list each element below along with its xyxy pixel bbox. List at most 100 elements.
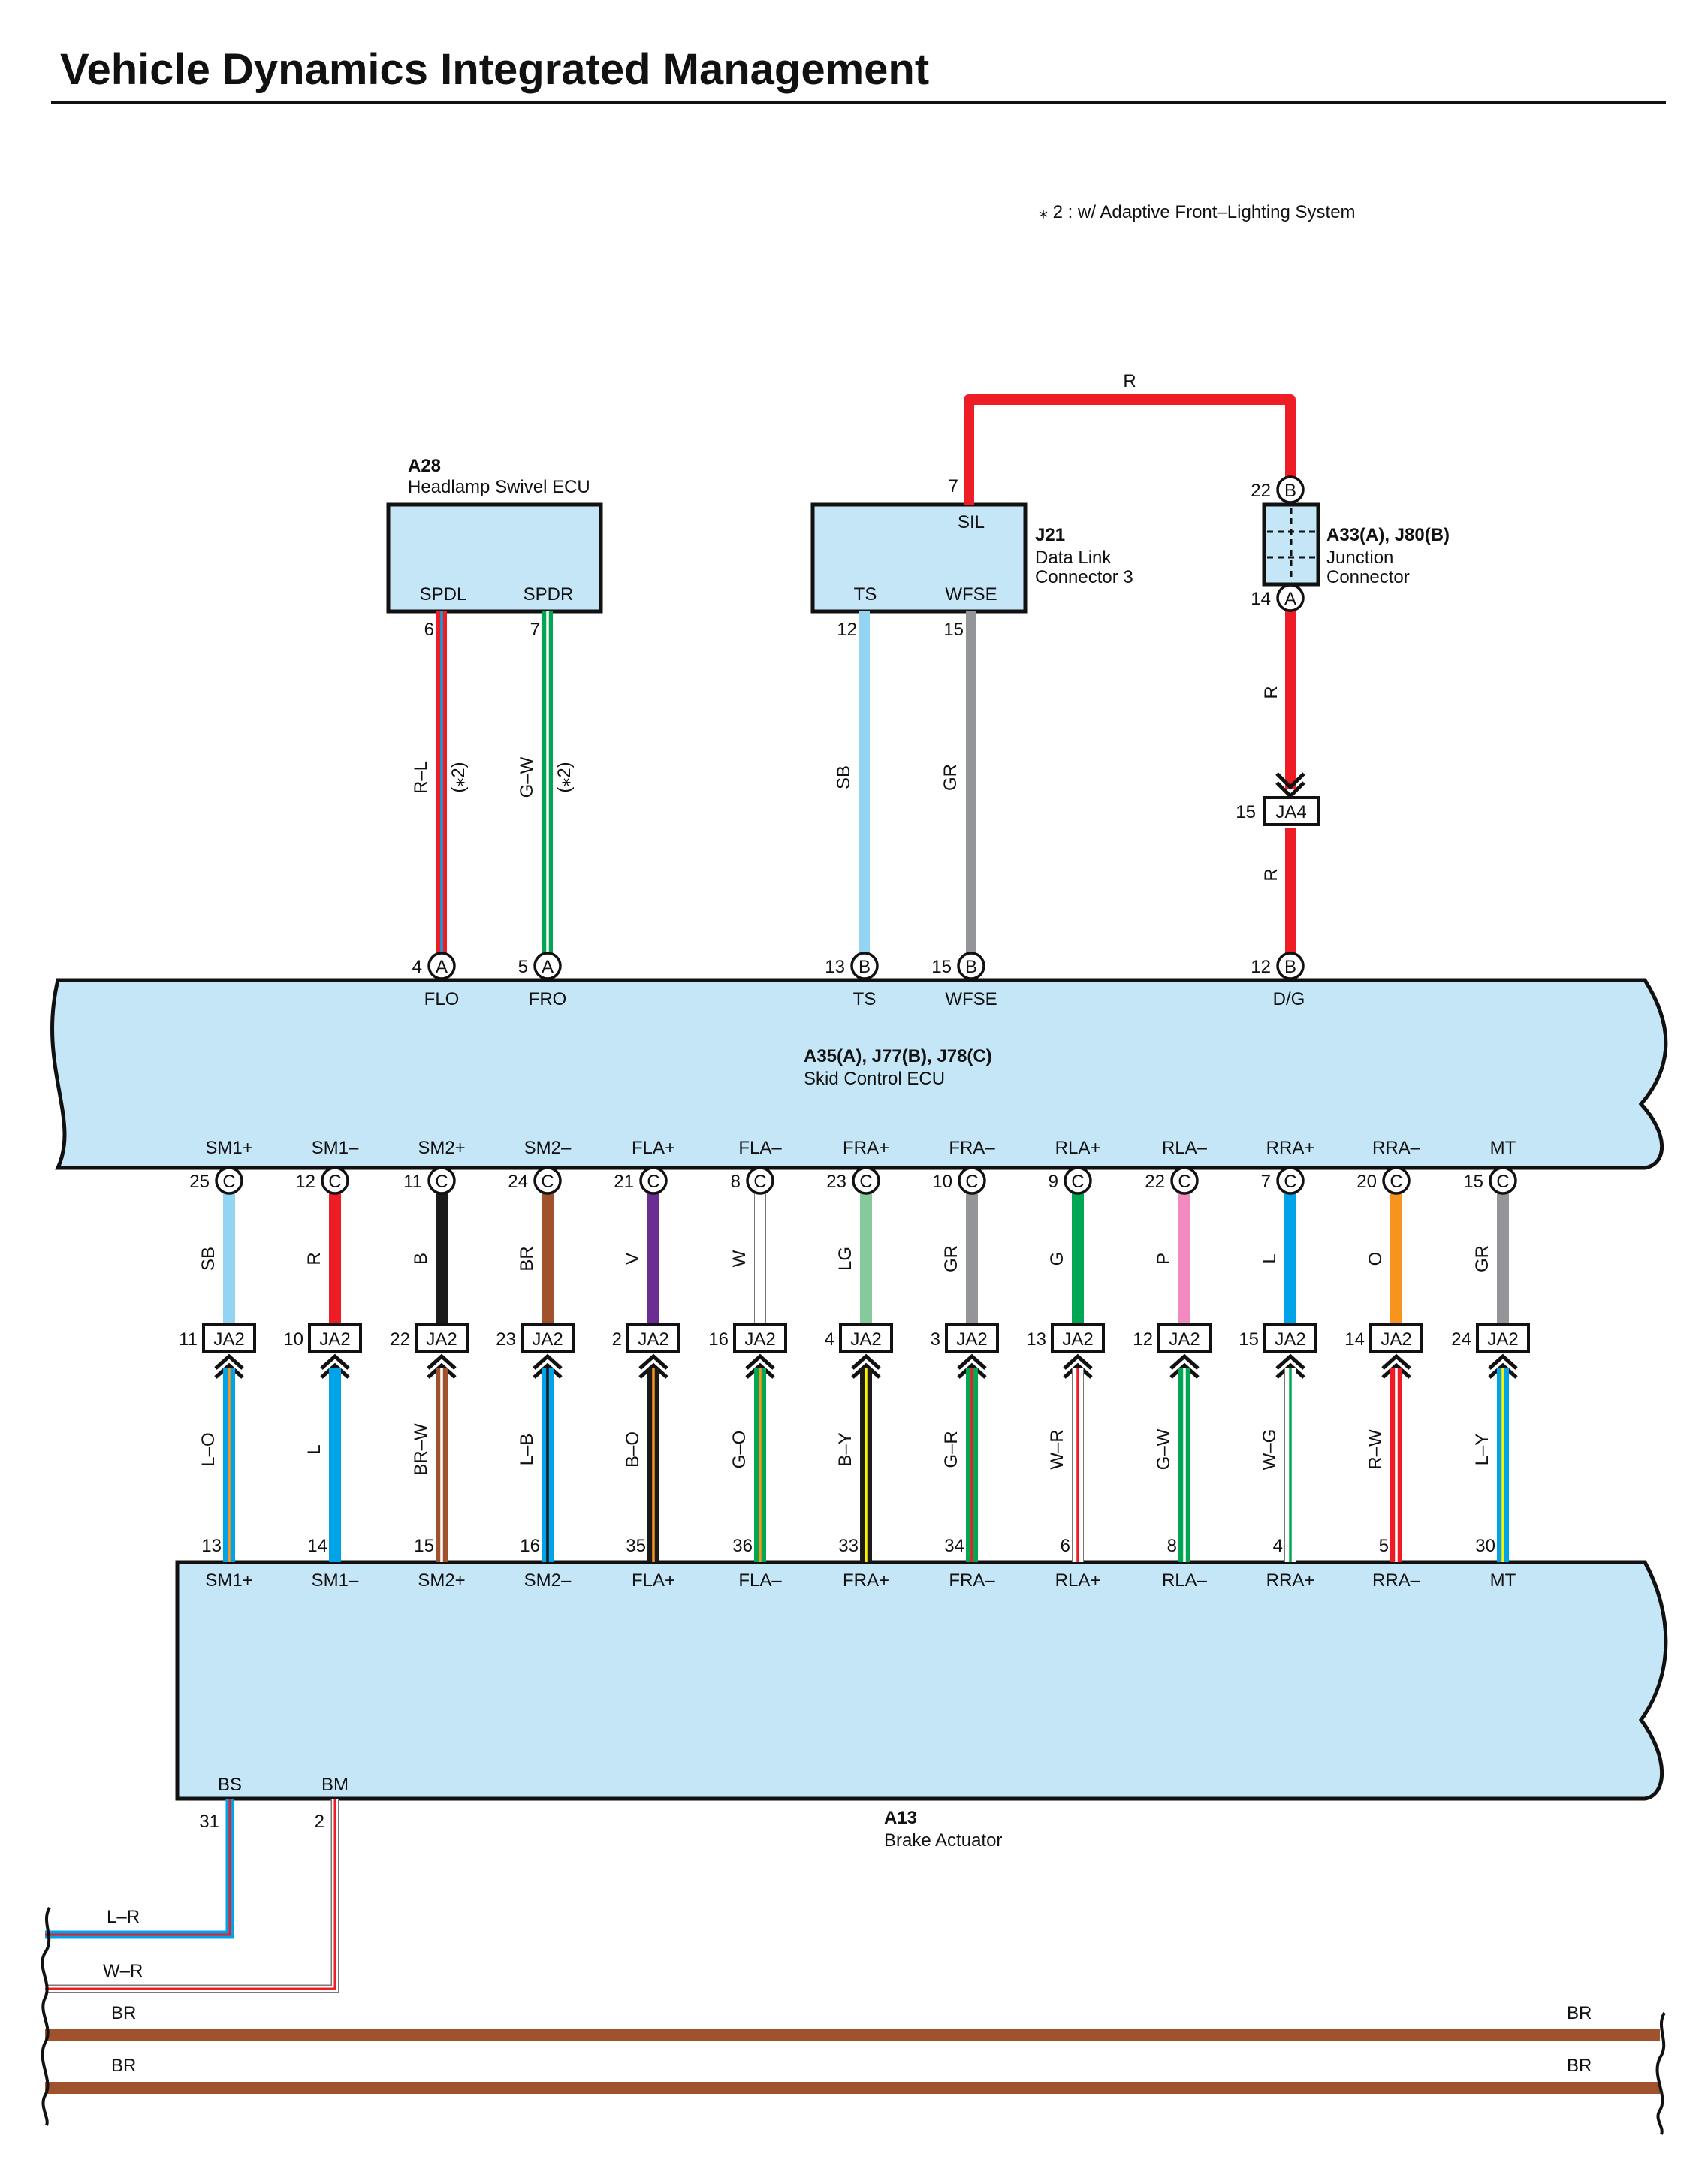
ecu-code: A35(A), J77(B), J78(C) xyxy=(804,1046,992,1066)
actuator-pin-number: 36 xyxy=(732,1536,753,1556)
bm-wire-color: W–R xyxy=(103,1961,143,1981)
svg-text:JA2: JA2 xyxy=(532,1329,563,1350)
svg-text:C: C xyxy=(435,1172,448,1192)
j21-name1: Data Link xyxy=(1035,548,1112,568)
ecu-channel-pin-name: RLA+ xyxy=(1055,1138,1101,1158)
svg-text:15: 15 xyxy=(1239,1329,1259,1350)
svg-text:A: A xyxy=(1284,589,1296,609)
svg-text:C: C xyxy=(965,1172,978,1192)
actuator-pin-number: 35 xyxy=(626,1536,646,1556)
svg-text:C: C xyxy=(1284,1172,1296,1192)
actuator-channel-pin-name: SM1+ xyxy=(205,1570,252,1591)
ja2-chevron-icon xyxy=(1381,1353,1411,1379)
svg-text:21: 21 xyxy=(614,1172,634,1192)
top-wire-from-pin: 7 xyxy=(530,620,540,640)
ecu-top-pin-circle: B15 xyxy=(931,952,985,980)
svg-text:C: C xyxy=(1178,1172,1190,1192)
ja2-chevron-icon xyxy=(851,1353,881,1379)
ecu-top-pin-circle: A4 xyxy=(412,952,456,980)
ecu-channel-pin-name: SM1– xyxy=(312,1138,359,1158)
ja2-chevron-icon xyxy=(638,1353,668,1379)
svg-text:JA2: JA2 xyxy=(319,1329,350,1350)
ecu-channel-pin-name: SM2– xyxy=(524,1138,572,1158)
actuator-channel-pin-name: RRA– xyxy=(1372,1570,1421,1591)
svg-text:C: C xyxy=(541,1172,554,1192)
ground2-right-label: BR xyxy=(1567,2056,1592,2076)
actuator-pin-number: 34 xyxy=(944,1536,964,1556)
lower-wire-color-label: R–W xyxy=(1365,1429,1386,1470)
ecu-pin-ts: TS xyxy=(853,989,877,1009)
svg-text:B: B xyxy=(1284,957,1296,977)
ja2-chevron-icon xyxy=(1063,1353,1093,1379)
svg-text:23: 23 xyxy=(826,1172,846,1192)
a28-name: Headlamp Swivel ECU xyxy=(408,477,590,497)
svg-text:A: A xyxy=(436,957,448,977)
bm-pin-number: 2 xyxy=(315,1812,324,1832)
sil-wire-color: R xyxy=(1123,371,1136,391)
ja2-connector: JA2 12 xyxy=(1133,1323,1212,1353)
ja2-chevron-icon xyxy=(427,1353,457,1379)
svg-text:4: 4 xyxy=(825,1329,834,1350)
svg-text:C: C xyxy=(753,1172,766,1192)
j21-code: J21 xyxy=(1035,525,1065,545)
ja2-chevron-icon xyxy=(320,1353,350,1379)
svg-text:12: 12 xyxy=(1251,957,1271,977)
top-wire-color-label: R–L xyxy=(411,761,431,794)
actuator-channel-pin-name: FRA+ xyxy=(843,1570,889,1591)
j21-box xyxy=(810,502,1028,614)
ecu-channel-pin-name: RRA– xyxy=(1372,1138,1421,1158)
ja2-chevron-icon xyxy=(957,1353,987,1379)
actuator-pin-number: 5 xyxy=(1379,1536,1389,1556)
ja4-connector: JA4 15 xyxy=(1236,796,1320,826)
svg-text:C: C xyxy=(1390,1172,1402,1192)
top-wire-from-pin: 6 xyxy=(424,620,434,640)
top-wire-from-pin: 15 xyxy=(943,620,964,640)
title-underline xyxy=(51,101,1666,104)
lower-wire-color-label: G–R xyxy=(941,1431,961,1468)
svg-text:24: 24 xyxy=(1451,1329,1471,1350)
upper-wire-color-label: GR xyxy=(1472,1245,1492,1272)
svg-text:B: B xyxy=(859,957,871,977)
svg-text:22: 22 xyxy=(1145,1172,1165,1192)
ecu-channel-pin-name: SM2+ xyxy=(418,1138,465,1158)
svg-text:8: 8 xyxy=(731,1172,741,1192)
ja2-chevron-icon xyxy=(1275,1353,1305,1379)
bs-pin-number: 31 xyxy=(199,1812,219,1832)
upper-wire-color-label: SB xyxy=(198,1247,219,1271)
svg-text:13: 13 xyxy=(1026,1329,1046,1350)
svg-text:JA4: JA4 xyxy=(1275,802,1306,822)
ja2-chevron-icon xyxy=(1488,1353,1518,1379)
j21-name2: Connector 3 xyxy=(1035,567,1133,587)
bs-wire xyxy=(45,1799,234,1939)
junction-code: A33(A), J80(B) xyxy=(1326,525,1450,545)
upper-wire-color-label: LG xyxy=(835,1247,856,1271)
svg-text:C: C xyxy=(328,1172,341,1192)
lower-wire-color-label: L–B xyxy=(517,1434,537,1466)
ja2-chevron-icon xyxy=(745,1353,775,1379)
ecu-pin-wfse: WFSE xyxy=(945,989,997,1009)
svg-text:JA2: JA2 xyxy=(744,1329,775,1350)
svg-text:B: B xyxy=(1284,481,1296,501)
top-wire-color-label: SB xyxy=(834,765,854,789)
actuator-code: A13 xyxy=(884,1808,917,1828)
ecu-channel-pin-name: FRA+ xyxy=(843,1138,889,1158)
actuator-channel-pin-name: SM2+ xyxy=(418,1570,465,1591)
junction-name2: Connector xyxy=(1326,567,1410,587)
ground1-left-label: BR xyxy=(111,2003,136,2023)
upper-wire-color-label: W xyxy=(729,1250,750,1267)
ecu-channel-pin-circle: C15 xyxy=(1463,1166,1517,1195)
actuator-pin-number: 13 xyxy=(201,1536,222,1556)
svg-text:JA2: JA2 xyxy=(1169,1329,1200,1350)
svg-text:12: 12 xyxy=(1133,1329,1153,1350)
lower-wire-color-label: G–O xyxy=(729,1431,750,1469)
actuator-name: Brake Actuator xyxy=(884,1830,1002,1851)
